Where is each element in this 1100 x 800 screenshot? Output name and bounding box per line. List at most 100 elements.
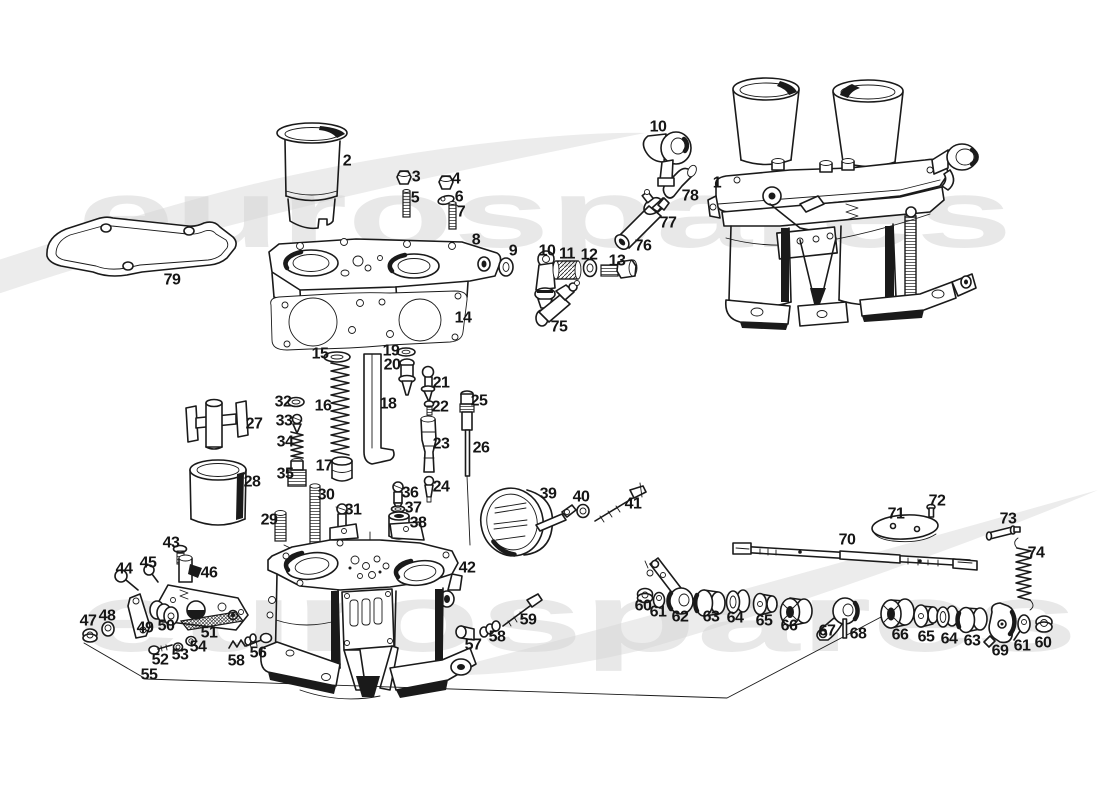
part-61-washer-right	[1013, 614, 1031, 641]
part-50-washers	[149, 600, 179, 626]
part-label-32: 32	[275, 394, 292, 411]
part-label-35: 35	[277, 466, 294, 483]
part-66-drum-right	[880, 598, 915, 629]
part-42-main-body	[260, 521, 477, 700]
part-label-1: 1	[713, 175, 722, 192]
part-label-56: 56	[250, 645, 267, 662]
part-64-rings-right	[936, 605, 959, 628]
part-label-39: 39	[540, 486, 557, 503]
part-label-36: 36	[402, 485, 419, 502]
part-2-intake-trumpet	[276, 122, 348, 230]
part-35-plug	[287, 458, 307, 487]
part-65-bushing-right	[913, 604, 939, 628]
part-60-nut-left	[636, 587, 654, 604]
part-17-piston	[331, 456, 353, 482]
part-71-disc	[871, 514, 939, 543]
part-label-73: 73	[1000, 511, 1017, 528]
part-label-69: 69	[992, 643, 1009, 660]
part-label-41: 41	[625, 496, 642, 513]
part-68-pin	[842, 618, 848, 639]
part-label-42: 42	[459, 560, 476, 577]
part-label-30: 30	[318, 487, 335, 504]
part-label-60: 60	[1035, 635, 1052, 652]
part-label-68: 68	[850, 626, 867, 643]
part-label-76: 76	[635, 238, 652, 255]
part-label-63: 63	[964, 633, 981, 650]
part-49-lever	[127, 593, 151, 639]
part-label-45: 45	[140, 555, 157, 572]
part-label-59: 59	[520, 612, 537, 629]
part-label-75: 75	[551, 319, 568, 336]
part-73-rod	[985, 525, 1021, 541]
part-label-18: 18	[380, 396, 397, 413]
part-label-5: 5	[411, 190, 420, 207]
part-8-throttle-plate	[268, 238, 502, 312]
part-label-64: 64	[727, 610, 744, 627]
part-70-throttle-shaft	[732, 542, 978, 571]
part-label-34: 34	[277, 434, 294, 451]
part-label-37: 37	[405, 500, 422, 517]
part-label-16: 16	[315, 398, 332, 415]
part-41-needle-screw	[594, 482, 647, 523]
part-72-screw	[926, 503, 936, 518]
part-7-stud	[448, 201, 457, 230]
part-57-plug	[455, 625, 475, 641]
bolt-heads	[733, 158, 934, 184]
part-label-58: 58	[489, 629, 506, 646]
part-33-valve	[291, 413, 303, 434]
part-label-12: 12	[581, 247, 598, 264]
part-60-nut-right	[1035, 615, 1053, 633]
part-11-filter	[552, 260, 582, 280]
part-label-48: 48	[99, 608, 116, 625]
part-label-21: 21	[433, 375, 450, 392]
part-77-clamp	[641, 189, 663, 216]
part-label-15: 15	[312, 346, 329, 363]
part-16-spring	[330, 362, 350, 456]
part-21-needle-valve	[420, 365, 436, 403]
part-label-51: 51	[201, 625, 218, 642]
part-48-nut	[101, 621, 115, 637]
part-58-washers-right	[479, 620, 501, 638]
part-24-valve	[423, 475, 435, 503]
part-51-filter-screen	[179, 611, 245, 631]
part-34-spring	[290, 431, 304, 459]
part-label-57: 57	[465, 637, 482, 654]
part-label-52: 52	[152, 652, 169, 669]
part-label-8: 8	[472, 232, 481, 249]
part-67-lever	[816, 597, 860, 641]
part-label-28: 28	[244, 474, 261, 491]
part-label-66: 66	[892, 627, 909, 644]
part-label-61: 61	[650, 604, 667, 621]
part-label-20: 20	[384, 357, 401, 374]
part-44-bolt	[114, 569, 139, 591]
part-29-tube	[274, 510, 287, 542]
part-52-screw	[148, 644, 173, 655]
part-40-nut	[576, 503, 590, 519]
part-label-71: 71	[888, 506, 905, 523]
part-label-43: 43	[163, 535, 180, 552]
part-label-65: 65	[918, 629, 935, 646]
part-label-74: 74	[1028, 545, 1045, 562]
part-14-gasket	[270, 290, 468, 351]
part-label-79: 79	[164, 272, 181, 289]
part-label-49: 49	[137, 620, 154, 637]
part-label-6: 6	[455, 189, 464, 206]
part-27-clamp	[185, 398, 249, 450]
part-19-washer	[396, 347, 416, 357]
part-64-rings-left	[725, 589, 751, 614]
part-label-24: 24	[433, 479, 450, 496]
part-58-spring-washers-left	[228, 633, 257, 649]
part-25-26-emulsion-tube	[459, 390, 475, 546]
part-label-17: 17	[316, 458, 333, 475]
part-45-bolt	[143, 564, 159, 583]
part-5-stud	[402, 189, 411, 218]
part-20-needle-valve	[398, 358, 416, 396]
part-label-50: 50	[158, 618, 175, 635]
leader-line-55	[83, 615, 884, 699]
part-74-spring	[1014, 537, 1034, 611]
part-label-63: 63	[703, 609, 720, 626]
part-label-25: 25	[471, 393, 488, 410]
